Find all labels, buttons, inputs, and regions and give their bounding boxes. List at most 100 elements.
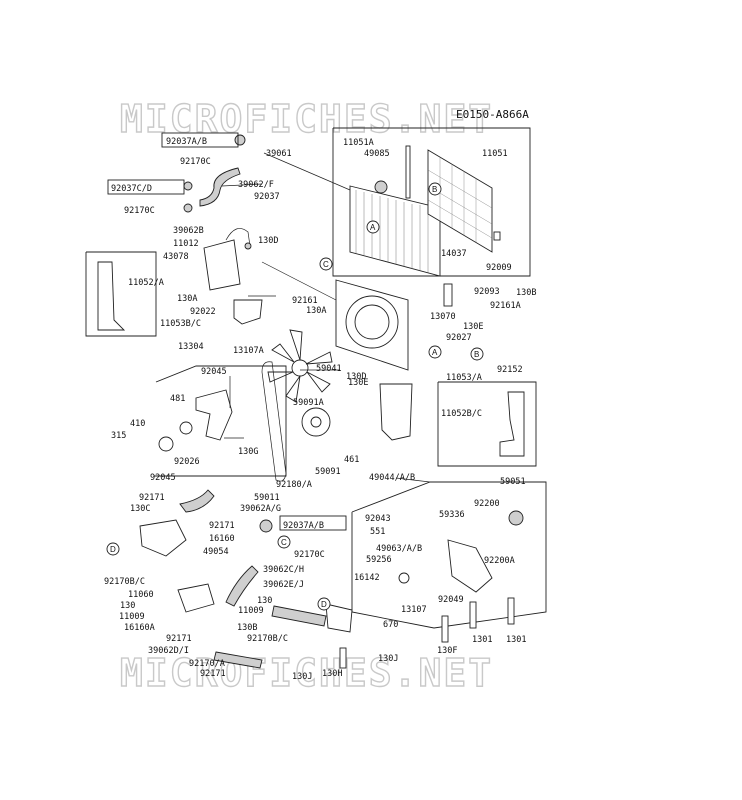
part-label: 13304	[178, 342, 204, 352]
part-label: 92170C	[294, 550, 325, 560]
part-label: 130B	[516, 288, 536, 298]
part-label: 11053B/C	[160, 319, 201, 329]
part-label: 92170/A	[189, 659, 225, 669]
part-label: 59336	[439, 510, 465, 520]
watermark-bottom: MICROFICHES.NET	[120, 651, 493, 695]
part-label: 49054	[203, 547, 229, 557]
part-label: 92170B/C	[104, 577, 145, 587]
part-label: 92037A/B	[166, 137, 207, 147]
part-label: 315	[111, 431, 126, 441]
svg-text:B: B	[474, 350, 479, 359]
overflow-tank	[203, 228, 252, 291]
part-label: 130A	[177, 294, 197, 304]
part-label: 92200	[474, 499, 500, 509]
part-label: 13070	[430, 312, 456, 322]
part-label: 11009	[238, 606, 264, 616]
part-label: 39061	[266, 149, 292, 159]
pipe-39062e	[271, 605, 327, 627]
part-label: 92170C	[124, 206, 155, 216]
fan-belt	[261, 361, 287, 482]
part-label: 11053/A	[446, 373, 482, 383]
upper-hose	[199, 167, 241, 207]
part-label: 16160A	[124, 623, 155, 633]
radiator-group	[332, 127, 531, 307]
part-label: 92009	[486, 263, 512, 273]
part-label: 39062/F	[238, 180, 274, 190]
bracket-11053	[379, 383, 413, 441]
part-label: 11051	[482, 149, 508, 159]
part-label: 92200A	[484, 556, 515, 566]
svg-text:C: C	[281, 538, 287, 547]
part-label: 130C	[130, 504, 150, 514]
part-label: 92152	[497, 365, 523, 375]
part-label: 130E	[348, 378, 368, 388]
hose-39062c	[225, 565, 259, 607]
part-label: 130F	[437, 646, 457, 656]
clamp-upper	[234, 134, 246, 146]
part-label: 43078	[163, 252, 189, 262]
part-label: 92045	[150, 473, 176, 483]
part-label: 130D	[346, 372, 366, 382]
svg-text:A: A	[432, 348, 438, 357]
part-label: 130J	[378, 654, 398, 664]
part-label: 92180/A	[276, 480, 312, 490]
part-label: 92171	[139, 493, 165, 503]
part-label: 11009	[119, 612, 145, 622]
svg-text:B: B	[432, 185, 437, 194]
fan-shroud	[335, 279, 409, 371]
part-label: 92093	[474, 287, 500, 297]
part-label: 92022	[190, 307, 216, 317]
svg-text:D: D	[110, 545, 116, 554]
tensioner-bracket	[447, 539, 493, 593]
hose-39062a	[179, 489, 215, 513]
part-label: 130H	[322, 669, 342, 679]
part-label: 11051A	[343, 138, 374, 148]
part-label: 49044/A/B	[369, 473, 415, 483]
pipe-39062d	[213, 651, 263, 669]
part-label: 130	[120, 601, 135, 611]
part-label: 92161	[292, 296, 318, 306]
part-label: 59011	[254, 493, 280, 503]
part-label: 92171	[209, 521, 235, 531]
part-label: 130B	[237, 623, 257, 633]
part-label: 39062C/H	[263, 565, 304, 575]
part-label: 11052/A	[128, 278, 164, 288]
part-label: 16142	[354, 573, 380, 583]
part-label: 39062D/I	[148, 646, 189, 656]
part-label: 14037	[441, 249, 467, 259]
bracket-11052	[97, 261, 126, 331]
part-label: 1301	[472, 635, 492, 645]
bracket-11052bc	[499, 391, 525, 457]
reference-code: E0150-A866A	[456, 108, 529, 121]
svg-text:A: A	[370, 223, 376, 232]
part-label: 130E	[463, 322, 483, 332]
part-label: 59091A	[293, 398, 324, 408]
part-label: 551	[370, 527, 385, 537]
watermark-top: MICROFICHES.NET	[120, 97, 493, 141]
part-label: 481	[170, 394, 185, 404]
part-label: 92170C	[180, 157, 211, 167]
part-label: 92037A/B	[283, 521, 324, 531]
part-label: 49085	[364, 149, 390, 159]
part-label: 59256	[366, 555, 392, 565]
part-label: 11012	[173, 239, 199, 249]
part-label: 130	[257, 596, 272, 606]
part-label: 461	[344, 455, 359, 465]
part-label: 49063/A/B	[376, 544, 422, 554]
svg-text:C: C	[323, 260, 329, 269]
part-label: 13107	[401, 605, 427, 615]
part-label: 130J	[292, 672, 312, 682]
part-label: 130G	[238, 447, 258, 457]
part-label: 92037	[254, 192, 280, 202]
part-label: 39062E/J	[263, 580, 304, 590]
part-label: 16160	[209, 534, 235, 544]
part-label: 59041	[316, 364, 342, 374]
part-labels: 92037A/B 92170C 92037C/D 92170C 39061 39…	[104, 137, 536, 682]
part-label: 92043	[365, 514, 391, 524]
svg-text:D: D	[321, 600, 327, 609]
part-label: 92171	[166, 634, 192, 644]
part-label: 92026	[174, 457, 200, 467]
part-label: 130D	[258, 236, 278, 246]
part-label: 13107A	[233, 346, 264, 356]
